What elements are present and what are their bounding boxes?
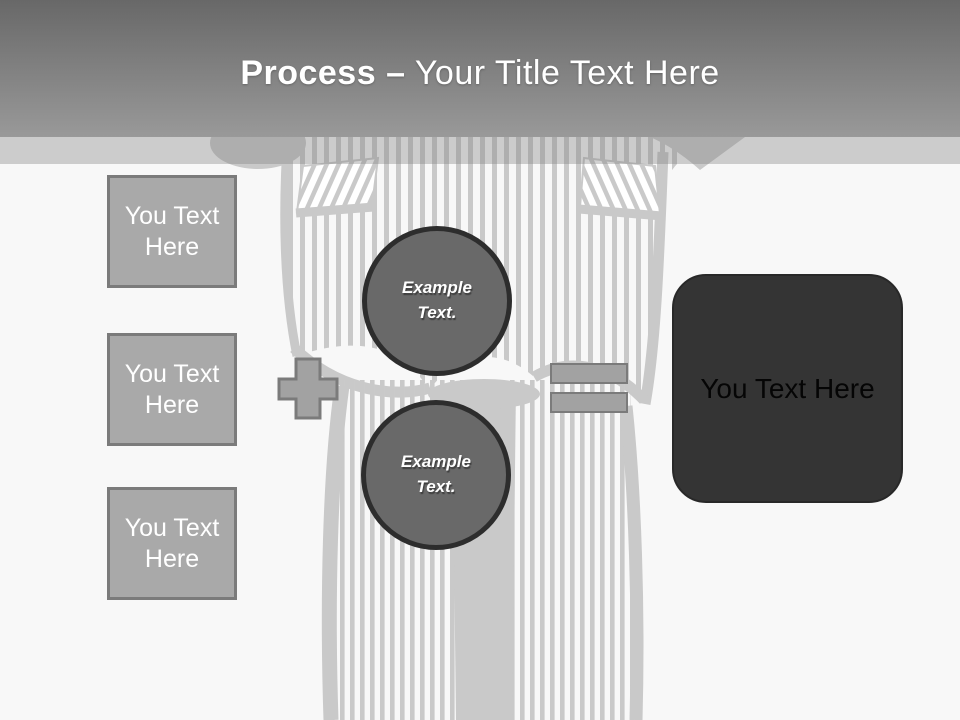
example-circle-1[interactable]: Example Text. — [362, 226, 512, 376]
example-circle-2-line1: Example — [401, 452, 471, 472]
example-circle-1-line2: Text. — [417, 303, 457, 322]
result-box[interactable]: You Text Here — [672, 274, 903, 503]
input-box-3[interactable]: You Text Here — [107, 487, 237, 600]
example-circle-1-line1: Example — [402, 278, 472, 298]
header-translucent-band — [0, 137, 960, 164]
result-box-label: You Text Here — [700, 372, 875, 404]
title-bold-text: Process — [240, 54, 377, 92]
equals-icon-bottom-bar — [550, 392, 628, 413]
figure-artwork — [210, 117, 760, 720]
slide-title: Process – Your Title Text Here — [240, 44, 719, 93]
input-box-2[interactable]: You Text Here — [107, 333, 237, 446]
equals-icon-top-bar — [550, 363, 628, 384]
input-box-1-label: You Text Here — [124, 201, 220, 261]
example-circle-2[interactable]: Example Text. — [361, 400, 511, 550]
example-circle-2-line2: Text. — [416, 477, 456, 496]
slide-header: Process – Your Title Text Here — [0, 0, 960, 137]
title-rest-text: Your Title Text Here — [414, 54, 720, 92]
input-box-2-label: You Text Here — [124, 359, 220, 419]
left-pocket-flap — [295, 156, 380, 218]
input-box-1[interactable]: You Text Here — [107, 175, 237, 288]
title-separator: – — [386, 54, 406, 92]
input-box-3-label: You Text Here — [124, 513, 220, 573]
plus-icon — [276, 356, 340, 425]
right-pocket-flap — [578, 156, 663, 221]
